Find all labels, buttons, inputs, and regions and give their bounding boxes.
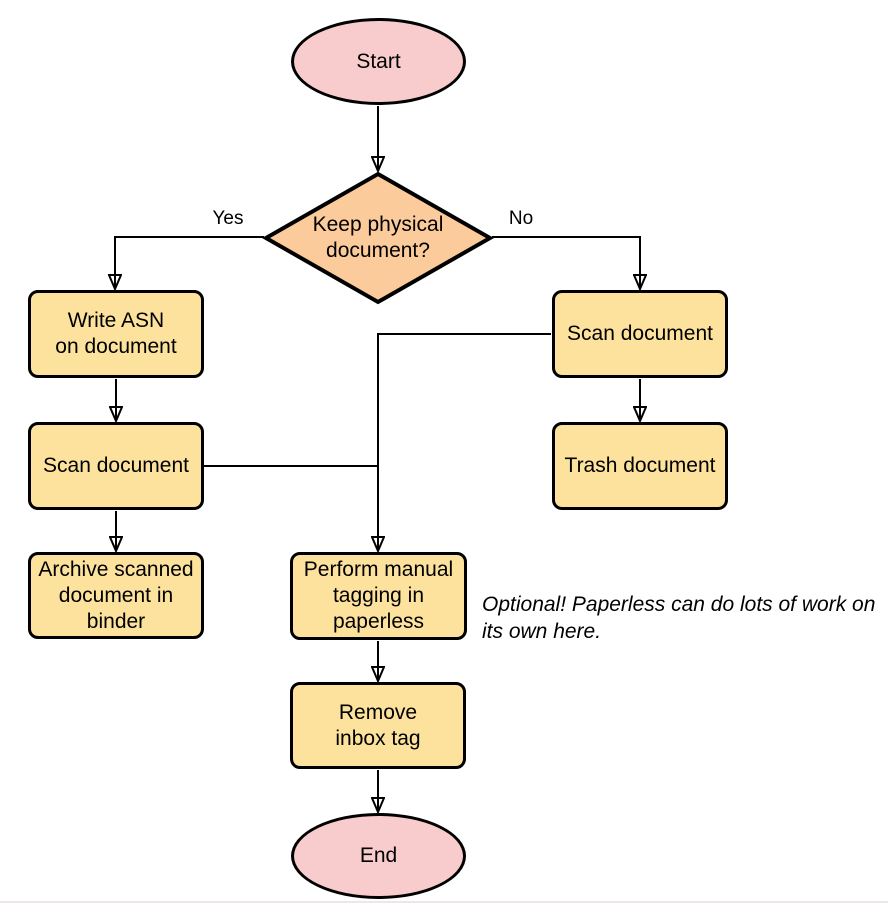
node-write-asn: Write ASN on document bbox=[28, 290, 204, 378]
node-remove-inbox-tag: Remove inbox tag bbox=[290, 682, 466, 769]
node-scan-document-right-label: Scan document bbox=[567, 322, 713, 345]
node-start: Start bbox=[291, 18, 466, 105]
node-trash-document: Trash document bbox=[552, 422, 728, 510]
node-scan-document-left: Scan document bbox=[28, 422, 204, 510]
edge-decision-yes-to-write-asn bbox=[115, 236, 264, 288]
node-decision-label: Keep physical document? bbox=[312, 213, 444, 262]
edge-decision-no-to-scan-right bbox=[492, 236, 640, 288]
node-perform-manual-tagging-label: Perform manual tagging in paperless bbox=[303, 558, 454, 633]
node-start-label: Start bbox=[356, 49, 401, 73]
edge-scan-right-to-tagging bbox=[378, 333, 551, 550]
node-archive-scanned: Archive scanned document in binder bbox=[28, 552, 204, 639]
node-end: End bbox=[291, 813, 466, 899]
page-bottom-border bbox=[0, 901, 888, 903]
edge-label-no: No bbox=[508, 208, 534, 229]
annotation-optional-note: Optional! Paperless can do lots of work … bbox=[482, 593, 876, 643]
node-archive-scanned-label: Archive scanned document in binder bbox=[38, 557, 194, 633]
node-decision-keep-physical: Keep physical document? bbox=[261, 171, 495, 305]
edge-label-yes: Yes bbox=[212, 208, 244, 229]
node-scan-document-right: Scan document bbox=[552, 290, 728, 378]
node-write-asn-label: Write ASN on document bbox=[55, 309, 177, 358]
node-remove-inbox-tag-label: Remove inbox tag bbox=[335, 700, 421, 750]
node-trash-document-label: Trash document bbox=[564, 454, 716, 477]
node-scan-document-left-label: Scan document bbox=[43, 454, 189, 477]
diamond-shape bbox=[261, 171, 495, 305]
node-perform-manual-tagging: Perform manual tagging in paperless bbox=[290, 552, 467, 640]
node-end-label: End bbox=[359, 844, 398, 867]
